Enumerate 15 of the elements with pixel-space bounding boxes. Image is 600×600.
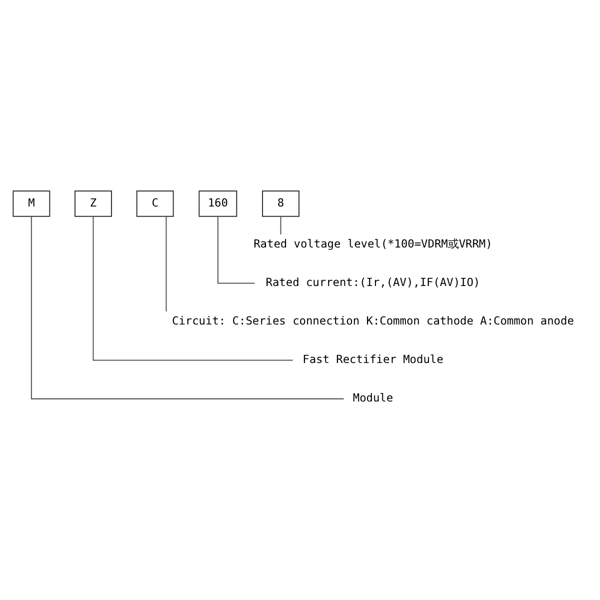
node-box: C [136, 190, 174, 217]
connector [166, 216, 167, 312]
node-text: Rated voltage level(*100=VDRM或VRRM) [254, 238, 492, 251]
node-box: Z [74, 190, 112, 217]
node-text: Fast Rectifier Module [302, 353, 444, 366]
node-text: Module [352, 392, 394, 405]
node-text: Circuit: C:Series connection K:Common cathode A:Common anode [172, 314, 574, 328]
connector [30, 216, 344, 400]
node-box: M [12, 190, 50, 217]
connector [217, 216, 255, 284]
node-box: 160 [198, 190, 238, 217]
node-text: Rated current:(Ir,(AV),IF(AV)IO) [266, 276, 480, 290]
connector [92, 216, 293, 361]
connector [280, 216, 282, 234]
node-box: 8 [262, 190, 300, 217]
